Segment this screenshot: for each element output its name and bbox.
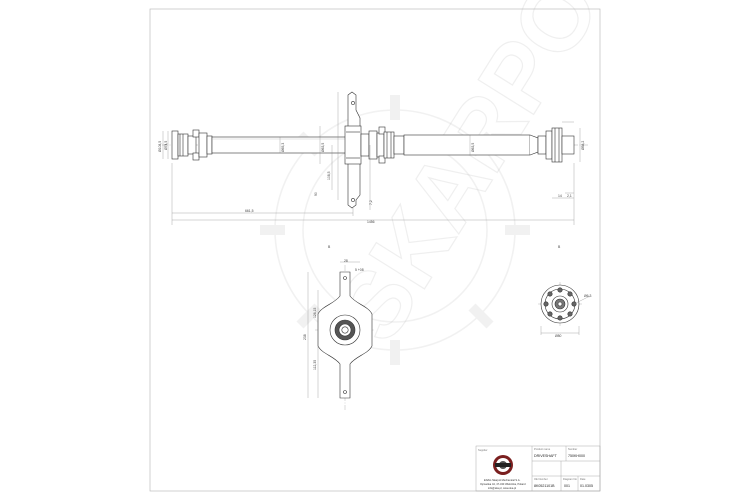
dim-tube-dia-1: Ø65,3 — [281, 143, 285, 152]
driveshaft-side-view — [162, 91, 588, 209]
product-name: DRIVESHAFT — [534, 454, 558, 458]
dim-bearing-height: 90 — [314, 192, 318, 196]
dim-to-bearing: 661,5 — [245, 209, 254, 213]
flange-end-view — [538, 282, 582, 326]
product-name-label: Product name — [534, 447, 551, 451]
company-name: ENAG Skarpol Mechanical S.A. — [484, 478, 521, 482]
dim-flange-pcd: Ø6,3 — [584, 294, 591, 298]
dim-bracket-offset: 7,2 — [369, 200, 373, 205]
dim-flange-base: Ø80 — [555, 334, 562, 338]
dim-right-1: 14 — [558, 194, 562, 198]
drawing-frame — [149, 8, 601, 492]
diagram-no-label: Diagram No — [563, 477, 577, 481]
tube-section-2 — [403, 134, 531, 156]
view-label-bracket: B — [328, 245, 331, 249]
flange-dimensions — [540, 295, 591, 335]
dim-tube-dia-2: Ø63,5 — [321, 143, 325, 152]
bracket-dimensions — [307, 261, 360, 398]
number-label: Number — [568, 447, 577, 451]
date-label: Date — [580, 477, 586, 481]
drawing-date: 01.0305 — [580, 484, 593, 488]
bearing-bracket-front-view — [315, 265, 375, 410]
dim-bracket-upper: 126,15 — [313, 308, 317, 318]
diagram-no: 001 — [564, 484, 570, 488]
supplier-label: Supplier — [478, 448, 488, 452]
oe-number: 8K0521101B — [534, 484, 555, 488]
dim-end-len-1: Ø74,5 — [164, 141, 168, 150]
side-view-dimensions — [162, 92, 581, 225]
dim-right-2: 2,1 — [567, 194, 572, 198]
tube-section-1 — [211, 136, 348, 154]
dim-right-flange: Ø58,2 — [581, 141, 585, 150]
dim-bracket-lower: 112,35 — [313, 360, 317, 370]
dim-left-flange: Ø108,5 — [158, 141, 162, 152]
right-joint — [537, 127, 575, 163]
dim-bearing-center: 108,5 — [327, 171, 331, 180]
title-block — [475, 445, 601, 492]
part-number: 750KH000 — [568, 454, 585, 458]
left-joint — [171, 129, 213, 161]
company-address-1: Ojcowska 44, 47-343 Wieliczka, Poland — [480, 482, 526, 486]
watermark-text: SKARPOL — [315, 0, 651, 359]
dim-bracket-total: 238 — [303, 334, 307, 340]
middle-joint — [368, 126, 405, 164]
view-label-flange: B — [558, 245, 561, 249]
centre-bearing-bracket — [344, 91, 370, 209]
dim-overall-length: 1456 — [367, 220, 375, 224]
oe-number-label: OE Number — [534, 477, 548, 481]
dim-tube-dia-3: Ø63,5 — [471, 143, 475, 152]
company-logo — [493, 455, 513, 475]
company-address-2: info@ska.pl, www.ska.pl — [488, 486, 516, 490]
dim-bracket-width: 5 +08 — [355, 268, 364, 272]
dim-bracket-thk: 28 — [344, 259, 348, 263]
